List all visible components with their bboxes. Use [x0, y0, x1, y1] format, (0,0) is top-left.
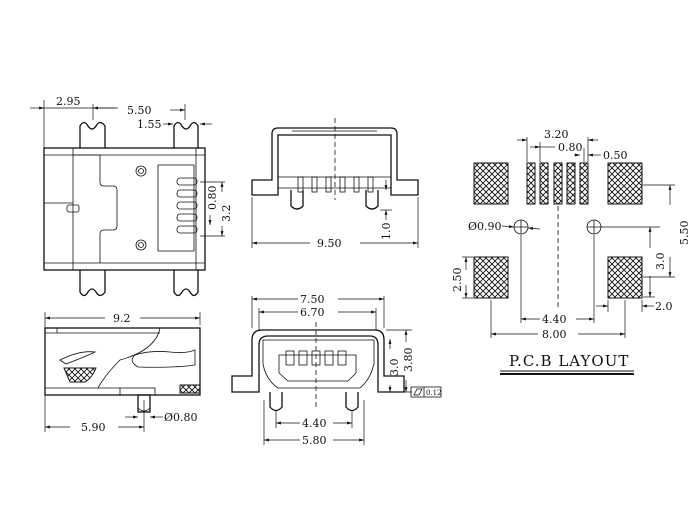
dim-4-40: 4.40 [302, 417, 327, 430]
flatness-tolerance: 0.12 [410, 386, 442, 398]
flatness-value: 0.12 [426, 389, 442, 397]
dim-1-0: 1.0 [380, 223, 393, 241]
dim-3-0: 3.0 [388, 359, 401, 377]
side-view: 9.2 5.90 Ø0.80 [44, 312, 201, 434]
dim-9-2: 9.2 [113, 312, 131, 325]
top-view-contacts [176, 177, 198, 234]
dim-5-50: 5.50 [127, 104, 152, 117]
signal-pad [566, 162, 576, 205]
mount-pad-tr [607, 162, 643, 205]
dim-hole-0-90: Ø0.90 [468, 220, 502, 233]
pcb-layout: 3.20 0.80 0.50 Ø0.90 5.50 3.0 2.50 2.0 4… [451, 128, 691, 375]
end-view: 7.50 6.70 3.0 3.80 0.12 4.40 5.80 [231, 293, 442, 447]
dim-5-90: 5.90 [81, 421, 106, 434]
front-view-pins [297, 176, 374, 193]
dim-9-50: 9.50 [317, 237, 342, 250]
dim-7-50: 7.50 [300, 293, 325, 306]
dim-2-0: 2.0 [655, 300, 673, 313]
dim-8-00: 8.00 [542, 328, 567, 341]
top-view: 2.95 5.50 1.55 0.80 3.2 [30, 95, 233, 297]
signal-pad [526, 162, 536, 205]
dim-3-2: 3.2 [220, 205, 233, 223]
dim-1-55: 1.55 [137, 118, 162, 131]
dim-0-50: 0.50 [603, 149, 628, 162]
dim-3-80: 3.80 [402, 348, 415, 373]
pcb-layout-title: P.C.B LAYOUT [509, 352, 629, 370]
front-view: 9.50 1.0 [251, 118, 419, 250]
dim-3-0-pcb: 3.0 [654, 253, 667, 271]
end-view-contacts [285, 350, 347, 366]
signal-pad [553, 162, 563, 205]
dim-5-80: 5.80 [302, 434, 327, 447]
dim-0-80: 0.80 [206, 186, 219, 211]
dim-3-20: 3.20 [544, 128, 569, 141]
signal-pad [579, 162, 589, 205]
mount-pad-tl [473, 162, 509, 205]
dim-pin-0-80: Ø0.80 [164, 411, 198, 424]
dim-2-95: 2.95 [56, 95, 81, 108]
dim-6-70: 6.70 [300, 306, 325, 319]
signal-pad [539, 162, 549, 205]
dim-5-50-pcb: 5.50 [678, 221, 691, 246]
dim-4-40-pcb: 4.40 [542, 313, 567, 326]
mount-pad-br [607, 256, 643, 299]
mount-pad-bl [473, 256, 509, 299]
dim-0-80: 0.80 [558, 141, 583, 154]
dim-2-50: 2.50 [451, 268, 464, 293]
